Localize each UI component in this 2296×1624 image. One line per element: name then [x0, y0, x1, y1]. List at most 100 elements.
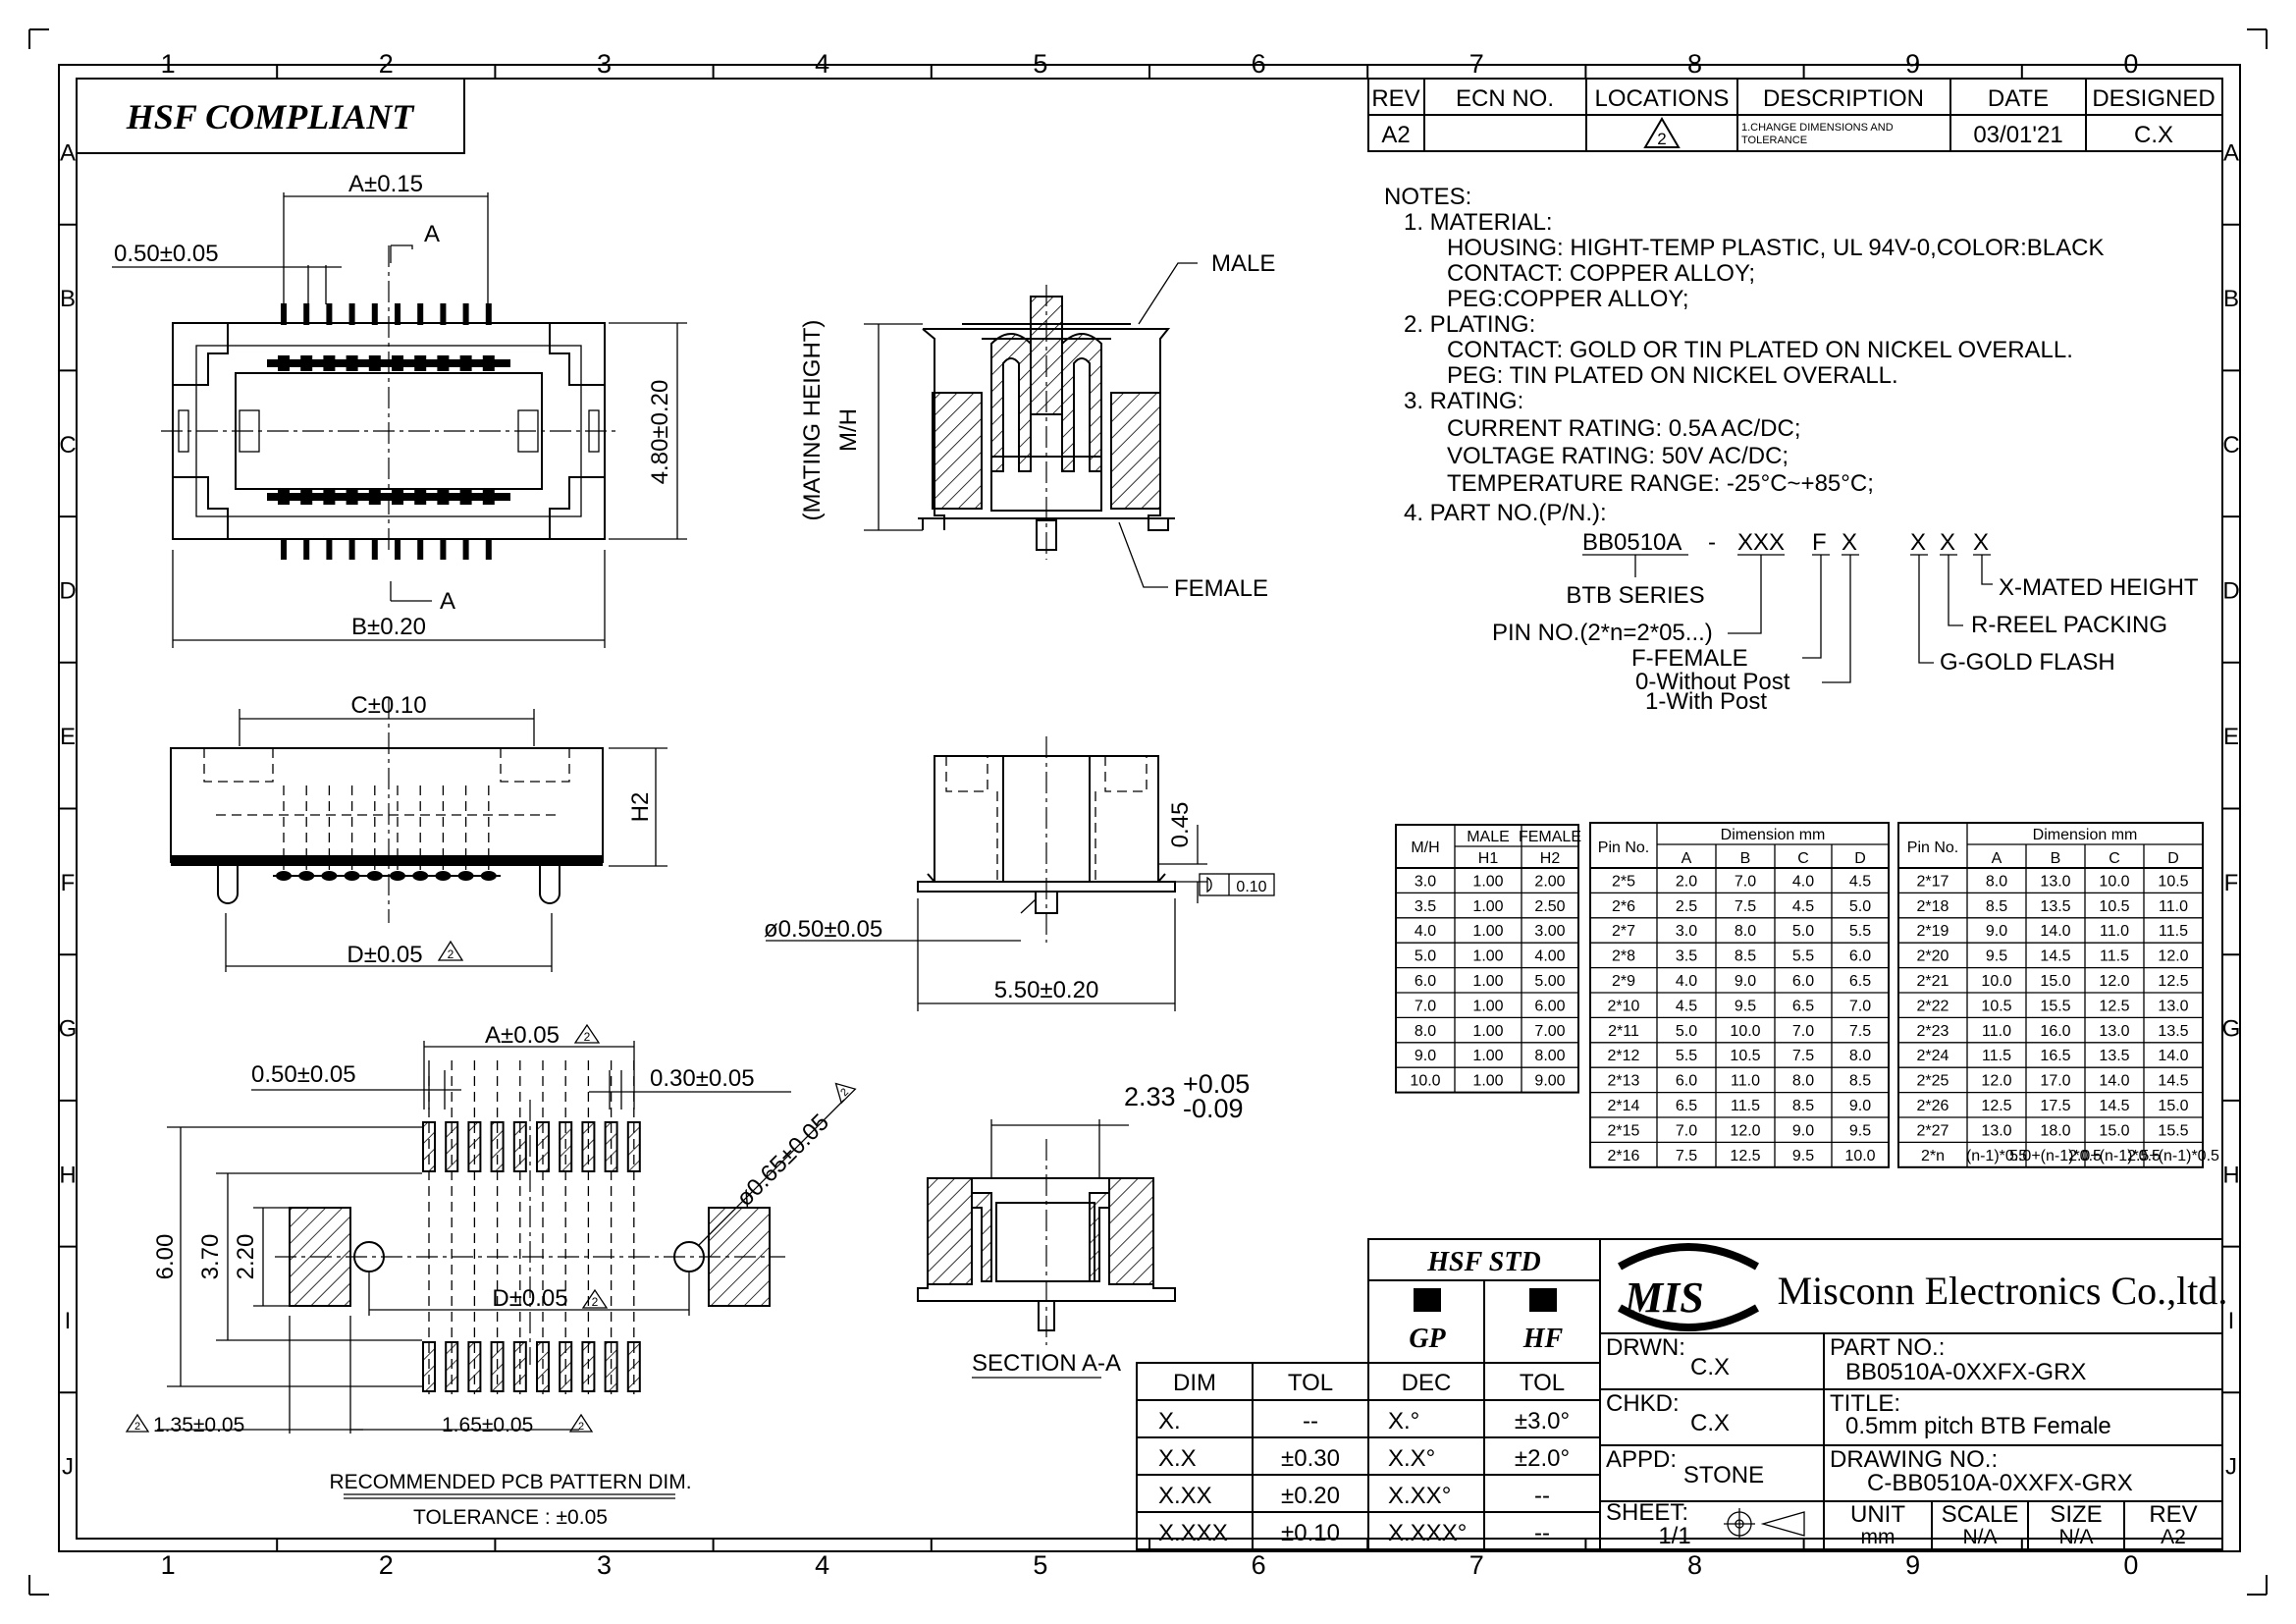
- dimension-table-cell: 4.0: [1676, 973, 1697, 990]
- row-label-left: A: [60, 139, 76, 166]
- tol-header-dim: DIM: [1173, 1370, 1216, 1396]
- pcb-pads: [422, 1060, 641, 1394]
- dimension-table-cell: 4.0: [1792, 873, 1814, 890]
- flatness-value: 0.10: [1236, 879, 1266, 895]
- tolerance-cell: X.X°: [1388, 1445, 1435, 1472]
- dimension-table-cell: 11.5: [1731, 1098, 1760, 1114]
- dimension-table-cell: 2*18: [1917, 898, 1949, 915]
- notes: NOTES: 1. MATERIAL: HOUSING: HIGHT-TEMP …: [1384, 184, 2105, 526]
- dimension-table-cell: 2*13: [1608, 1073, 1640, 1090]
- mh-table-cell: 5.00: [1534, 973, 1565, 990]
- date-header: DATE: [1988, 85, 2049, 112]
- section-label: SECTION A-A: [972, 1350, 1121, 1377]
- h1-header: H1: [1478, 850, 1499, 867]
- size-label: SIZE: [2050, 1501, 2102, 1528]
- column-label-bottom: 3: [597, 1550, 612, 1580]
- tolerance-cell: X.: [1158, 1408, 1181, 1435]
- mh-table-cell: 1.00: [1472, 1048, 1503, 1064]
- ecn-header: ECN NO.: [1456, 85, 1554, 112]
- dimension-table-cell: 10.0: [1844, 1148, 1875, 1164]
- note-line: 1. MATERIAL:: [1404, 209, 1553, 236]
- row-label-left: C: [59, 432, 76, 459]
- note-line: CONTACT: GOLD OR TIN PLATED ON NICKEL OV…: [1447, 337, 2073, 363]
- mh-table-cell: 8.00: [1534, 1048, 1565, 1064]
- section-view: 2.33 +0.05 -0.09 SECTION A-A: [917, 1069, 1250, 1379]
- dimension-header: Dimension mm: [1721, 827, 1826, 843]
- pn-reel: R-REEL PACKING: [1971, 612, 2167, 638]
- section-height-plus: +0.05: [1183, 1069, 1250, 1099]
- mh-table-cell: 1.00: [1472, 973, 1503, 990]
- pcb-pattern: A±0.05 2 0.50±0.05 0.30±0.05 ø0.65±0.05 …: [125, 1022, 857, 1529]
- top-a-dim: A±0.15: [348, 171, 423, 197]
- mh-table-cell: 1.00: [1472, 948, 1503, 965]
- dimension-table-cell: 10.5: [2158, 873, 2188, 890]
- row-label-right: J: [2225, 1454, 2237, 1481]
- drawing-label: DRAWING NO.:: [1830, 1446, 1998, 1473]
- tolerance-cell: X.°: [1388, 1408, 1419, 1435]
- appd-value: STONE: [1683, 1462, 1764, 1489]
- rev-header: REV: [1371, 85, 1419, 112]
- pn-code: X: [1842, 529, 1857, 556]
- male-header: MALE: [1467, 829, 1510, 845]
- tolerance-cell: X.XXX: [1158, 1520, 1228, 1546]
- part-label: PART NO.:: [1830, 1334, 1945, 1361]
- dimension-table-cell: 13.5: [2158, 1023, 2188, 1040]
- hsf-std-label: HSF STD: [1426, 1247, 1540, 1277]
- dimension-table-cell: 4.5: [1792, 898, 1814, 915]
- row-label-right: A: [2223, 139, 2239, 166]
- top-section-mark: A: [424, 221, 440, 247]
- mh-table-cell: 4.00: [1534, 948, 1565, 965]
- dimension-table-cell: 9.5: [1986, 948, 2007, 965]
- svg-text:2: 2: [1657, 130, 1666, 148]
- dimension-table-cell: 9.0: [1986, 923, 2007, 940]
- svg-text:2: 2: [134, 1421, 140, 1433]
- top-view-pin: [440, 538, 447, 560]
- part-number-breakdown: BB0510A - XXX F X X X X BTB SERIES PIN N…: [1492, 529, 2199, 715]
- svg-text:2: 2: [592, 1295, 599, 1309]
- dimension-table-cell: 2*21: [1917, 973, 1949, 990]
- row-label-left: I: [65, 1308, 72, 1334]
- notes-heading: NOTES:: [1384, 184, 1471, 210]
- pn-mated-height: X-MATED HEIGHT: [1999, 574, 2199, 601]
- pcb-h220: 2.20: [233, 1234, 259, 1280]
- pcb-d-triangle-icon: 2: [581, 1288, 609, 1309]
- dimension-table-cell: 13.5: [2099, 1048, 2129, 1064]
- note-line: 2. PLATING:: [1404, 311, 1535, 338]
- mis-logo: MIS: [1618, 1243, 1759, 1331]
- scale-value: N/A: [1962, 1526, 1997, 1548]
- column-label-bottom: 2: [379, 1550, 394, 1580]
- dimension-table-cell: 2*16: [1608, 1148, 1640, 1164]
- dimension-table-cell: 2*14: [1608, 1098, 1640, 1114]
- rev-label: REV: [2149, 1501, 2197, 1528]
- dimension-table-cell: 5.5: [1849, 923, 1871, 940]
- note-line: CONTACT: COPPER ALLOY;: [1447, 260, 1755, 287]
- dimension-table-cell: 12.0: [1981, 1073, 2011, 1090]
- dimension-table-cell: 11.5: [1982, 1048, 2011, 1064]
- top-view-pin: [485, 538, 492, 560]
- dimension-table-cell: 4.5: [1849, 873, 1871, 890]
- dimension-table-cell: 2.0+(n-1)*0.5: [2068, 1148, 2161, 1164]
- top-view-pin: [281, 303, 287, 325]
- mh-table-cell: 7.00: [1534, 1023, 1565, 1040]
- dimension-table-cell: 11.5: [2159, 923, 2188, 940]
- dimension-table-cell: 10.5: [1981, 998, 2011, 1014]
- dimension-table-cell: 17.5: [2040, 1098, 2070, 1114]
- dimension-column-header: A: [1682, 850, 1692, 867]
- row-label-right: F: [2224, 870, 2239, 896]
- tolerance-cell: ±0.20: [1281, 1483, 1340, 1509]
- column-label-bottom: 0: [2123, 1550, 2138, 1580]
- pcb-w135: 1.35±0.05: [153, 1414, 244, 1436]
- dimension-table-cell: 7.5: [1676, 1148, 1697, 1164]
- mh-table-cell: 2.00: [1534, 873, 1565, 890]
- mh-table-cell: 1.00: [1472, 923, 1503, 940]
- dimension-table-cell: 5.0: [1792, 923, 1814, 940]
- chkd-label: CHKD:: [1606, 1390, 1680, 1417]
- h2-header: H2: [1540, 850, 1561, 867]
- column-label-top: 4: [815, 49, 829, 79]
- dimension-column-header: B: [2051, 850, 2061, 867]
- dimension-table-cell: 18.0: [2040, 1122, 2070, 1139]
- dimension-table-cell: 2*6: [1612, 898, 1635, 915]
- note-line: 4. PART NO.(P/N.):: [1404, 500, 1607, 526]
